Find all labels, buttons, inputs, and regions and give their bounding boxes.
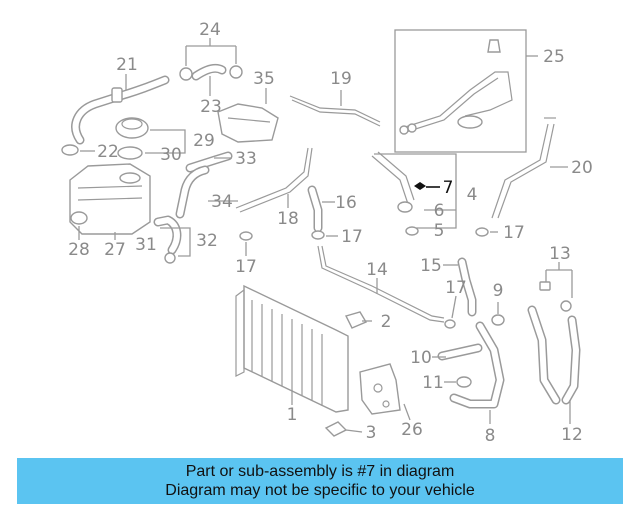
callout-29[interactable]: 29 bbox=[193, 131, 215, 151]
callout-1[interactable]: 1 bbox=[287, 405, 298, 425]
info-banner: Part or sub-assembly is #7 in diagram Di… bbox=[17, 458, 623, 504]
part-31-hose[interactable] bbox=[153, 215, 182, 264]
part-5-clamp[interactable] bbox=[405, 226, 419, 236]
callout-18[interactable]: 18 bbox=[277, 209, 299, 229]
part-30-seal[interactable] bbox=[117, 146, 143, 160]
part-16-hose[interactable] bbox=[307, 185, 323, 233]
part-10-hose[interactable] bbox=[437, 343, 483, 361]
callout-27[interactable]: 27 bbox=[104, 240, 126, 260]
callout-5[interactable]: 5 bbox=[434, 221, 445, 241]
callout-labels: 1 2 3 4 5 6 7 8 9 10 11 12 13 14 15 16 1… bbox=[68, 20, 593, 446]
callout-30[interactable]: 30 bbox=[160, 145, 182, 165]
parts-diagram: 1 2 3 4 5 6 7 8 9 10 11 12 13 14 15 16 1… bbox=[61, 20, 593, 446]
callout-11[interactable]: 11 bbox=[422, 373, 444, 393]
callout-17-c[interactable]: 17 bbox=[503, 223, 525, 243]
part-22-clamp[interactable] bbox=[61, 144, 79, 156]
callout-16[interactable]: 16 bbox=[335, 193, 357, 213]
part-21-hose[interactable] bbox=[71, 75, 170, 145]
callout-13[interactable]: 13 bbox=[549, 244, 571, 264]
part-17-clamp-b[interactable] bbox=[311, 230, 325, 240]
part-17-clamp-c[interactable] bbox=[475, 227, 489, 237]
part-15-hose[interactable] bbox=[457, 257, 477, 317]
part-7-connector[interactable] bbox=[414, 182, 426, 190]
callout-33[interactable]: 33 bbox=[235, 149, 257, 169]
callout-26[interactable]: 26 bbox=[401, 420, 423, 440]
callout-34[interactable]: 34 bbox=[211, 192, 233, 212]
callout-3[interactable]: 3 bbox=[366, 423, 377, 443]
callout-25[interactable]: 25 bbox=[543, 47, 565, 67]
callout-6[interactable]: 6 bbox=[434, 201, 445, 221]
part-9-clamp[interactable] bbox=[491, 314, 505, 326]
part-18-pipe[interactable] bbox=[235, 147, 313, 213]
part-25-assembly-box[interactable] bbox=[394, 29, 527, 153]
callout-9[interactable]: 9 bbox=[493, 281, 504, 301]
part-8-hose[interactable] bbox=[449, 321, 505, 409]
part-1-radiator[interactable] bbox=[235, 284, 349, 413]
callout-20[interactable]: 20 bbox=[571, 158, 593, 178]
callout-7-highlighted[interactable]: 7 bbox=[443, 178, 454, 198]
callout-28[interactable]: 28 bbox=[68, 240, 90, 260]
part-11-clamp[interactable] bbox=[456, 376, 472, 388]
callout-24[interactable]: 24 bbox=[199, 20, 221, 40]
callout-21[interactable]: 21 bbox=[116, 55, 138, 75]
callout-23[interactable]: 23 bbox=[200, 97, 222, 117]
part-2-bracket[interactable] bbox=[344, 311, 368, 329]
callout-10[interactable]: 10 bbox=[410, 348, 432, 368]
callout-14[interactable]: 14 bbox=[366, 260, 388, 280]
part-20-hose[interactable] bbox=[491, 117, 556, 219]
callout-4[interactable]: 4 bbox=[467, 185, 478, 205]
callout-32[interactable]: 32 bbox=[196, 231, 218, 251]
leader-lines bbox=[78, 38, 573, 433]
callout-8[interactable]: 8 bbox=[485, 426, 496, 446]
callout-17-a[interactable]: 17 bbox=[235, 257, 257, 277]
part-6-clamp[interactable] bbox=[397, 201, 413, 213]
callout-12[interactable]: 12 bbox=[561, 425, 583, 445]
part-4-pipe[interactable] bbox=[371, 151, 415, 205]
part-28-cap[interactable] bbox=[70, 211, 88, 225]
part-34-hose[interactable] bbox=[175, 165, 210, 219]
callout-35[interactable]: 35 bbox=[253, 69, 275, 89]
part-26-bracket[interactable] bbox=[359, 363, 401, 415]
callout-17-d[interactable]: 17 bbox=[445, 278, 467, 298]
part-17-clamp-a[interactable] bbox=[239, 231, 253, 241]
callout-31[interactable]: 31 bbox=[135, 235, 157, 255]
callout-19[interactable]: 19 bbox=[330, 69, 352, 89]
part-29-cap[interactable] bbox=[115, 117, 149, 139]
part-35-reservoir[interactable] bbox=[217, 103, 279, 143]
part-27-expansion-tank[interactable] bbox=[69, 163, 151, 235]
callout-2[interactable]: 2 bbox=[381, 312, 392, 332]
callout-15[interactable]: 15 bbox=[420, 256, 442, 276]
part-3-bracket[interactable] bbox=[324, 421, 348, 437]
callout-17-b[interactable]: 17 bbox=[341, 227, 363, 247]
part-12-hose[interactable] bbox=[527, 305, 581, 405]
part-14-pipe[interactable] bbox=[317, 245, 445, 323]
part-24-clamps[interactable] bbox=[179, 63, 243, 81]
part-19-hose[interactable] bbox=[289, 95, 381, 127]
part-33-hose[interactable] bbox=[185, 151, 233, 173]
part-13-clamp[interactable] bbox=[539, 281, 572, 312]
banner-line-2: Diagram may not be specific to your vehi… bbox=[165, 482, 475, 499]
callout-22[interactable]: 22 bbox=[97, 142, 119, 162]
part-17-clamp-d[interactable] bbox=[444, 319, 456, 329]
banner-line-1: Part or sub-assembly is #7 in diagram bbox=[185, 463, 455, 480]
